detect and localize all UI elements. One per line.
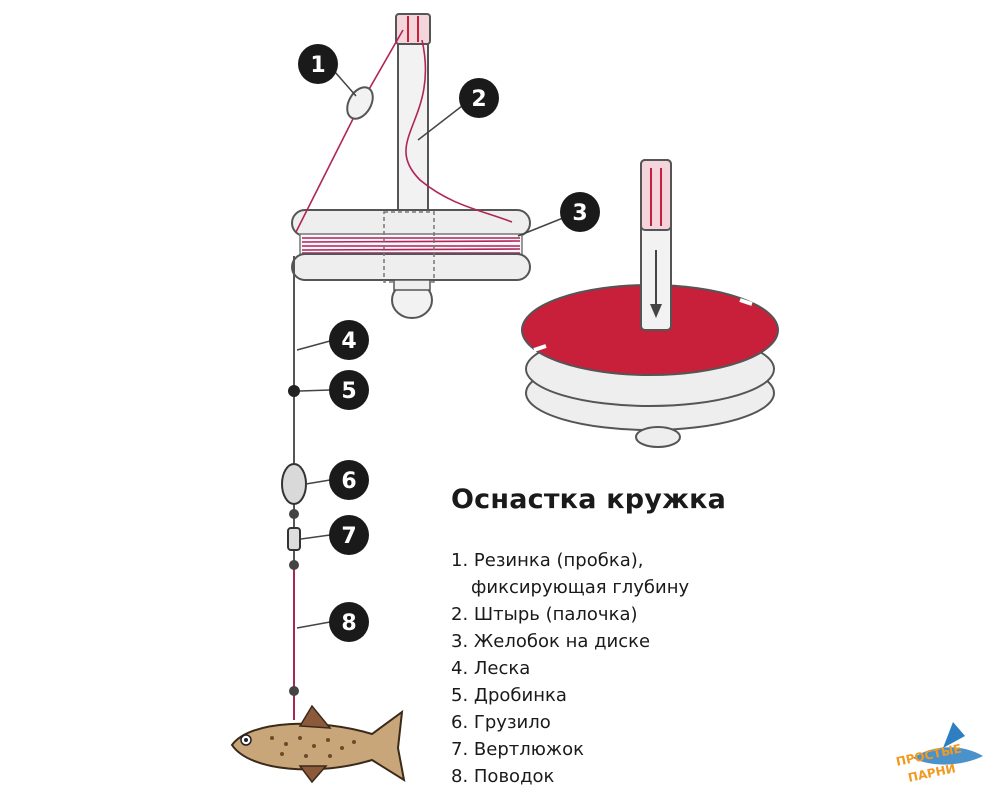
svg-text:6: 6: [341, 469, 356, 494]
callout-4: 4: [329, 320, 369, 360]
float-assembly-right: [521, 159, 779, 448]
callout-1: 1: [298, 44, 338, 84]
right-stick-top: [640, 159, 672, 231]
legend-item-2: 2. Штырь (палочка): [451, 604, 638, 625]
main-line-assembly: [281, 256, 307, 720]
sinker: [281, 463, 307, 505]
svg-text:5: 5: [341, 379, 356, 404]
brand-logo: ПРОСТЫЕ ПАРНИ: [895, 722, 983, 785]
callout-5: 5: [329, 370, 369, 410]
svg-text:7: 7: [341, 524, 356, 549]
callout-3: 3: [560, 192, 600, 232]
svg-text:3: 3: [572, 201, 587, 226]
legend-item-3: 3. Желобок на диске: [451, 631, 651, 652]
float-bead: [346, 86, 374, 120]
svg-text:4: 4: [341, 329, 356, 354]
legend-item-6: 6. Грузило: [451, 712, 551, 733]
bait-fish: [230, 704, 406, 784]
float-assembly-left: [291, 13, 531, 319]
shot: [288, 385, 300, 397]
swivel: [287, 527, 301, 551]
svg-text:1: 1: [310, 53, 325, 78]
legend-list: 1. Резинка (пробка), фиксирующая глубину…: [451, 547, 689, 790]
legend-item-4: 4. Леска: [451, 658, 531, 679]
legend-item-5: 5. Дробинка: [451, 685, 567, 706]
callout-badges: 1 2 3 4 5 6 7 8: [298, 44, 600, 642]
callout-6: 6: [329, 460, 369, 500]
rubber-stopper: [395, 13, 431, 45]
callout-2: 2: [459, 78, 499, 118]
callout-7: 7: [329, 515, 369, 555]
callout-8: 8: [329, 602, 369, 642]
legend-item-1-cont: фиксирующая глубину: [471, 577, 690, 598]
disk-upper: [291, 209, 531, 237]
legend-item-1: 1. Резинка (пробка),: [451, 550, 644, 571]
legend-item-7: 7. Вертлюжок: [451, 739, 584, 760]
svg-text:2: 2: [471, 87, 486, 112]
callout-lines: [296, 71, 564, 629]
diagram-title: Оснастка кружка: [451, 484, 727, 515]
svg-text:8: 8: [341, 611, 356, 636]
legend-item-8: 8. Поводок: [451, 766, 555, 787]
disk-lower: [291, 253, 531, 281]
